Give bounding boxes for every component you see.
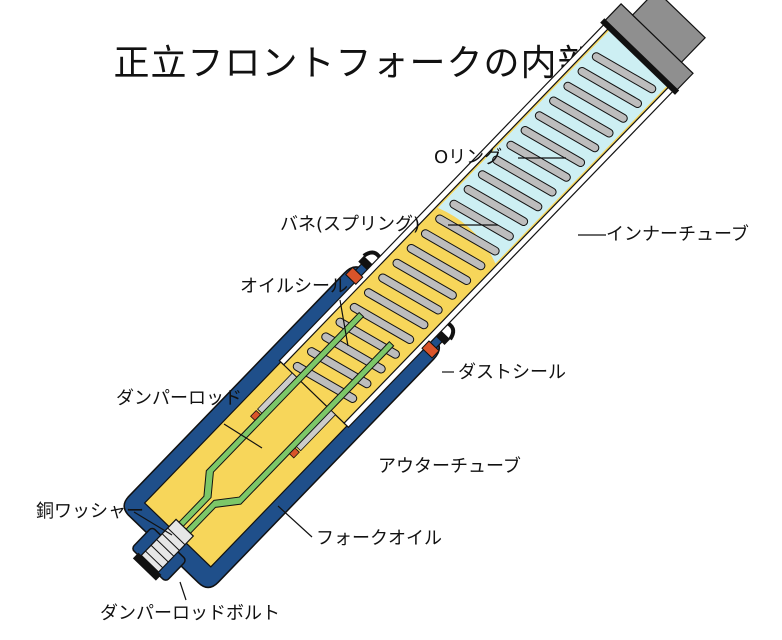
spring-coil <box>492 155 557 197</box>
damper-rod-bolt <box>132 518 195 581</box>
label-damper-rod-bolt: ダンパーロッドボルト <box>100 603 280 624</box>
leader-lines <box>133 157 606 601</box>
spring-coil <box>463 184 529 226</box>
spring-coil <box>420 229 486 271</box>
spring-coil <box>577 66 643 108</box>
label-dust-seal: ダストシール <box>458 362 566 383</box>
spring-coil <box>563 81 628 123</box>
label-outer-tube: アウターチューブ <box>378 456 521 477</box>
spring-coil <box>378 273 443 315</box>
label-damper-rod: ダンパーロッド <box>116 388 242 409</box>
top-cap <box>600 0 706 95</box>
spring-coil <box>549 96 614 138</box>
spring-coil <box>591 52 657 94</box>
damper-rod <box>175 311 395 537</box>
spring-coil <box>477 170 543 212</box>
spring-coil <box>449 199 514 241</box>
label-spring: バネ(スプリング) <box>280 214 421 235</box>
spring-coil <box>520 125 586 167</box>
seals <box>345 250 456 359</box>
spring-coil <box>363 288 429 330</box>
label-copper-washer: 銅ワッシャー <box>36 501 144 522</box>
spring-coil <box>406 243 472 285</box>
label-o-ring: Oリング <box>434 147 503 168</box>
label-inner-tube: インナーチューブ <box>606 224 749 245</box>
label-oil-seal: オイルシール <box>240 276 348 297</box>
label-fork-oil: フォークオイル <box>316 528 442 549</box>
spring-coil <box>392 258 457 300</box>
spring-coil <box>349 302 415 344</box>
spring-coil <box>534 111 600 153</box>
